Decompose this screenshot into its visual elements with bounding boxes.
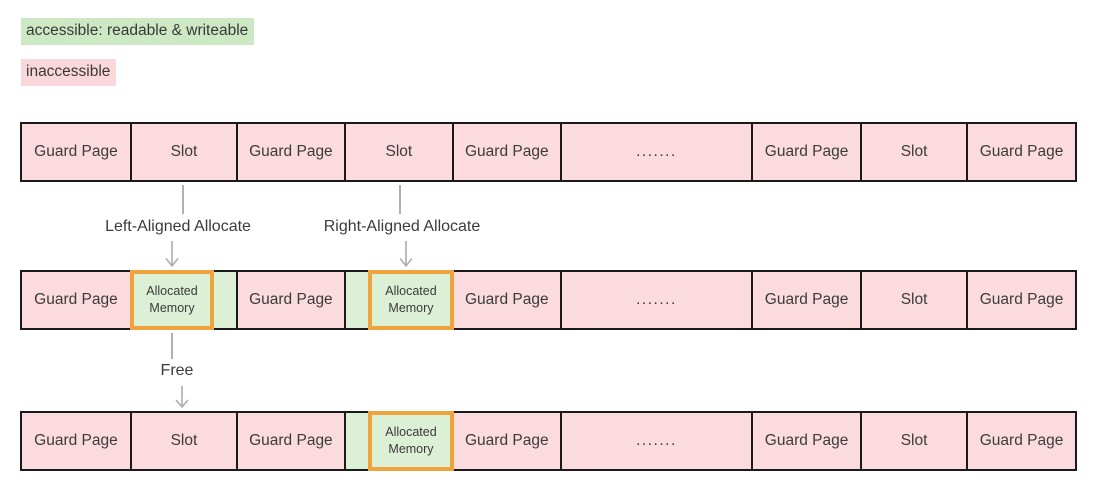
memory-row-before-allocation: Guard Page Slot Guard Page Slot Guard Pa… xyxy=(20,122,1077,182)
cell-guard-page: Guard Page xyxy=(237,272,346,328)
cell-ellipsis: ....... xyxy=(561,272,754,328)
allocated-memory-label: Allocated Memory xyxy=(385,425,437,456)
allocated-memory-box: Allocated Memory xyxy=(368,411,454,471)
cell-guard-page: Guard Page xyxy=(968,272,1075,328)
cell-slot-left-allocated: Allocated Memory xyxy=(129,270,238,330)
cell-ellipsis: ....... xyxy=(561,413,754,469)
cell-guard-page: Guard Page xyxy=(453,272,562,328)
cell-guard-page: Guard Page xyxy=(237,413,346,469)
cell-slot: Slot xyxy=(862,413,969,469)
cell-guard-page: Guard Page xyxy=(453,124,562,180)
down-arrow-icon xyxy=(165,241,179,267)
cell-slot: Slot xyxy=(345,124,454,180)
free-label: Free xyxy=(160,362,194,379)
down-arrow-icon xyxy=(399,241,413,267)
cell-guard-page: Guard Page xyxy=(968,124,1075,180)
cell-guard-page: Guard Page xyxy=(968,413,1075,469)
cell-guard-page: Guard Page xyxy=(22,124,132,180)
down-arrow-icon xyxy=(175,386,189,408)
cell-guard-page: Guard Page xyxy=(22,413,132,469)
legend-inaccessible: inaccessible xyxy=(21,59,117,86)
cell-guard-page: Guard Page xyxy=(22,272,132,328)
allocated-memory-label: Allocated Memory xyxy=(146,284,198,315)
cell-guard-page: Guard Page xyxy=(237,124,346,180)
cell-guard-page: Guard Page xyxy=(453,413,562,469)
right-allocate-label: Right-Aligned Allocate xyxy=(323,218,481,235)
memory-row-after-allocation: Guard Page Allocated Memory Guard Page A… xyxy=(20,270,1077,330)
cell-ellipsis: ....... xyxy=(561,124,754,180)
cell-guard-page: Guard Page xyxy=(753,272,863,328)
allocated-memory-box: Allocated Memory xyxy=(129,270,215,330)
cell-slot: Slot xyxy=(131,413,238,469)
cell-guard-page: Guard Page xyxy=(753,124,863,180)
legend-accessible: accessible: readable & writeable xyxy=(21,18,255,45)
left-allocate-label: Left-Aligned Allocate xyxy=(105,218,251,235)
cell-slot: Slot xyxy=(862,124,969,180)
right-allocate-stub-line xyxy=(399,185,401,214)
cell-slot-right-allocated: Allocated Memory xyxy=(345,270,454,330)
allocated-memory-label: Allocated Memory xyxy=(385,284,437,315)
left-allocate-stub-line xyxy=(182,185,184,214)
free-stub-line xyxy=(171,333,173,359)
cell-slot: Slot xyxy=(862,272,969,328)
cell-slot-right-allocated: Allocated Memory xyxy=(345,411,454,471)
memory-row-after-free: Guard Page Slot Guard Page Allocated Mem… xyxy=(20,411,1077,471)
cell-slot: Slot xyxy=(131,124,238,180)
allocated-memory-box: Allocated Memory xyxy=(368,270,454,330)
cell-guard-page: Guard Page xyxy=(753,413,863,469)
